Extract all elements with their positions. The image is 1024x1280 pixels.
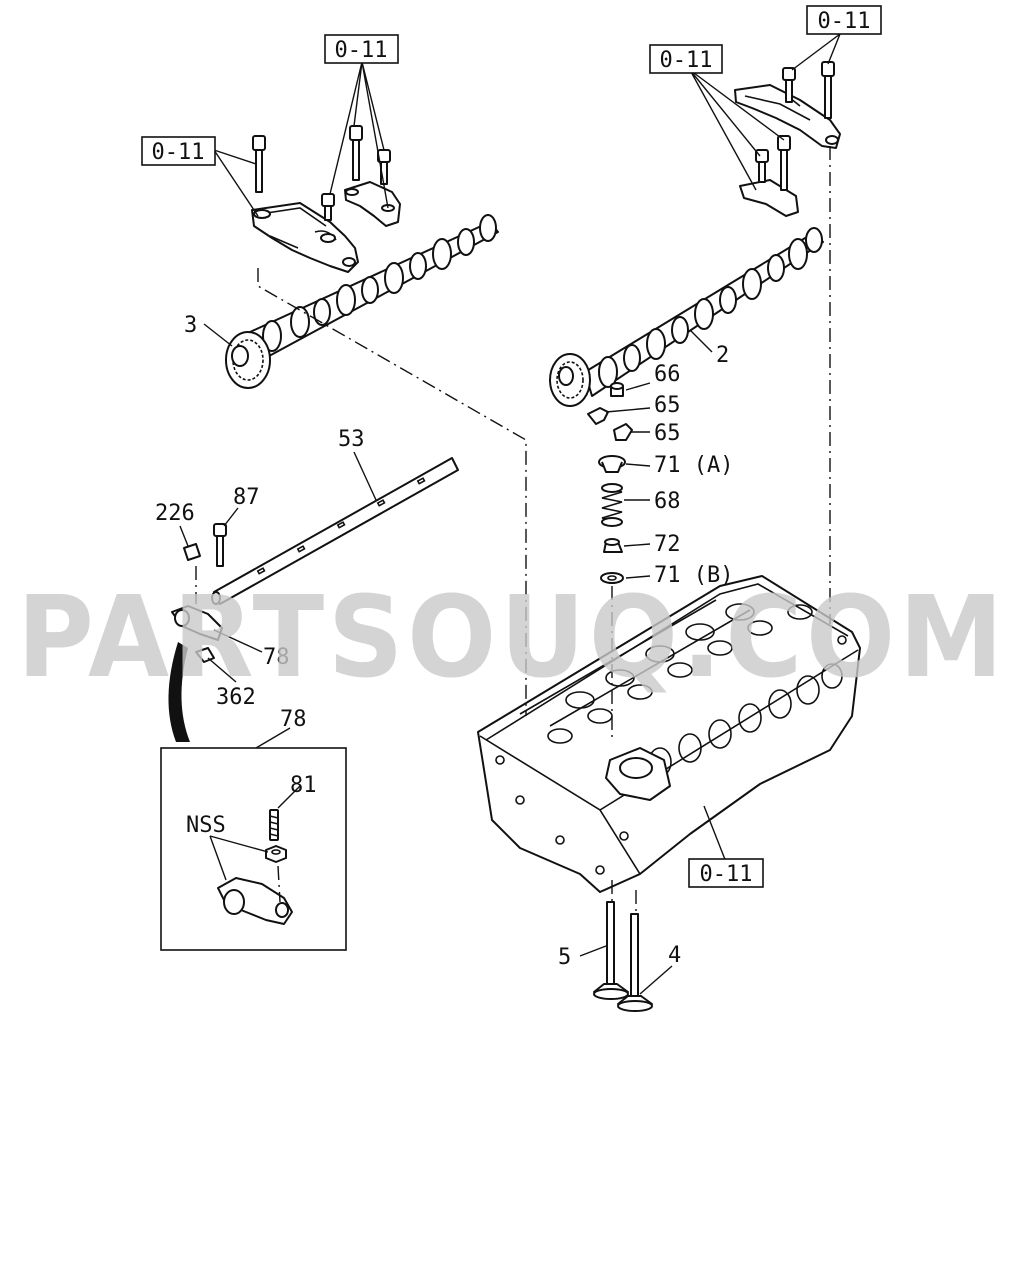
camshaft-gear-left xyxy=(225,331,271,389)
label-part-226: 226 xyxy=(155,501,195,526)
label-part-87: 87 xyxy=(233,485,260,510)
bolt-set-right xyxy=(755,61,835,191)
valve-spring-retainer xyxy=(598,455,626,473)
camshaft-intake xyxy=(584,227,824,397)
rocker-arm xyxy=(171,605,223,641)
leader-lines xyxy=(179,33,841,995)
valve-lash-cap xyxy=(610,382,624,397)
label-part-3: 3 xyxy=(184,313,197,338)
svg-text:0-11: 0-11 xyxy=(700,862,753,887)
svg-text:0-11: 0-11 xyxy=(335,38,388,63)
valve-exhaust xyxy=(617,913,653,1012)
watermark: PARTSOUQ.COM xyxy=(17,573,1007,703)
label-part-71a: 71 (A) xyxy=(654,453,733,478)
detail-box-rocker-arm xyxy=(160,747,347,951)
valve-spring-seat xyxy=(600,572,624,584)
valve-intake xyxy=(593,901,629,1000)
label-nss: NSS xyxy=(186,813,226,838)
label-part-68: 68 xyxy=(654,489,681,514)
camshaft-cap-center xyxy=(344,181,401,227)
rocker-shaft-bolt xyxy=(213,523,227,567)
detail-pointer-arrow xyxy=(168,642,190,742)
svg-text:0-11: 0-11 xyxy=(818,9,871,34)
ref-box-top-right: 0-11 xyxy=(806,5,882,35)
label-part-66: 66 xyxy=(654,362,681,387)
rocker-arm-detail xyxy=(217,877,293,925)
label-part-5: 5 xyxy=(558,945,571,970)
rocker-clip xyxy=(183,543,201,561)
ref-box-left: 0-11 xyxy=(141,136,216,166)
valve-cotter-a xyxy=(587,407,609,425)
alignment-lines xyxy=(195,146,831,914)
ref-box-bottom: 0-11 xyxy=(688,858,764,888)
label-part-53: 53 xyxy=(338,427,365,452)
camshaft-exhaust xyxy=(249,214,499,363)
label-part-71b: 71 (B) xyxy=(654,563,733,588)
label-part-362: 362 xyxy=(216,685,256,710)
ref-box-upper-right: 0-11 xyxy=(649,44,723,74)
label-part-65-b: 65 xyxy=(654,421,681,446)
label-part-65-a: 65 xyxy=(654,393,681,418)
bolt-set-left xyxy=(252,125,391,221)
ref-box-top-center: 0-11 xyxy=(324,34,399,64)
label-part-78-detail: 78 xyxy=(280,707,307,732)
valve-cotter-b xyxy=(613,423,633,441)
rocker-shaft xyxy=(211,457,459,605)
camshaft-cap-left xyxy=(251,202,359,273)
label-part-72: 72 xyxy=(654,532,681,557)
svg-text:0-11: 0-11 xyxy=(152,140,205,165)
label-part-2: 2 xyxy=(716,343,729,368)
adjust-nut xyxy=(265,845,287,863)
label-part-4: 4 xyxy=(668,943,681,968)
camshaft-gear-right xyxy=(549,353,591,407)
cylinder-head xyxy=(477,575,861,893)
valve-spring xyxy=(601,483,623,527)
svg-text:0-11: 0-11 xyxy=(660,48,713,73)
valve-stem-seal xyxy=(603,538,623,553)
label-part-78: 78 xyxy=(263,645,290,670)
adjust-screw xyxy=(269,809,279,841)
label-part-81: 81 xyxy=(290,773,317,798)
